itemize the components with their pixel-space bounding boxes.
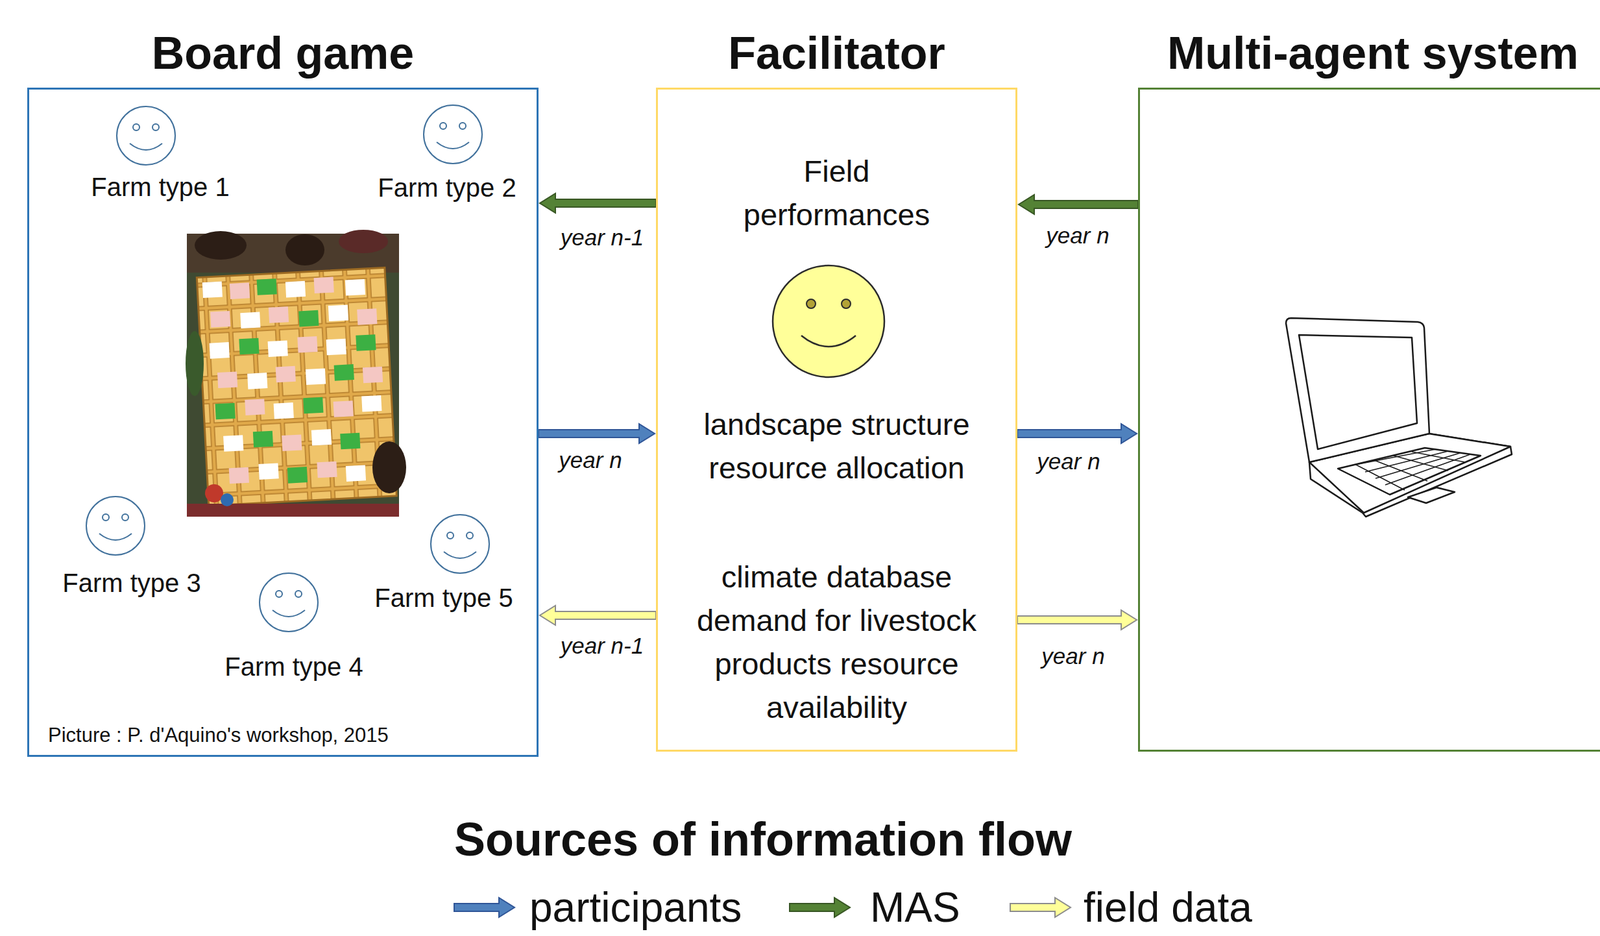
board-game-photo [185, 229, 407, 517]
smiley-mouth [272, 609, 305, 617]
edge-label: year n [1034, 447, 1102, 475]
smiley-eye [295, 590, 302, 597]
edge-label: year n [1043, 221, 1111, 250]
smiley-mouth [443, 551, 477, 558]
farm-label: Farm type 2 [377, 172, 516, 203]
smiley-mouth [129, 143, 163, 150]
smiley-eye [466, 532, 473, 539]
flow-text: Field performances [726, 149, 948, 237]
smiley-mouth [436, 142, 470, 149]
smiley-eye [275, 590, 283, 597]
smiley-eye [459, 122, 466, 130]
flow-arrow [1018, 194, 1139, 215]
flow-arrow [1017, 609, 1137, 630]
farm-smiley [115, 105, 177, 167]
farm-type-node: Farm type 1 [90, 105, 230, 202]
panel-heading: Facilitator [657, 25, 1016, 81]
smiley-eye [133, 123, 140, 131]
farm-type-node: Farm type 4 [224, 571, 363, 682]
farm-smiley [258, 571, 320, 633]
smiley-eye [121, 513, 129, 521]
legend-swatch [452, 896, 518, 919]
panel-heading: Board game [29, 25, 537, 81]
board-game-panel: Farm type 1 Farm type 2 Farm type 3 Farm ty… [27, 87, 539, 757]
flow-arrow [539, 605, 656, 625]
farm-type-node: Farm type 2 [377, 103, 516, 203]
smiley-face [116, 106, 176, 165]
edge-label: year n [556, 446, 624, 474]
smiley-eye [447, 532, 454, 539]
facilitator-smiley [772, 265, 885, 377]
legend-text: participants [529, 883, 742, 931]
edge-label: year n-1 [558, 223, 646, 252]
farm-label: Farm type 1 [90, 171, 230, 202]
edge-label: year n-1 [558, 631, 646, 660]
farm-type-node: Farm type 5 [374, 513, 513, 613]
legend-title: Sources of information flow [454, 811, 1072, 867]
legend-arrow [789, 897, 850, 917]
farm-smiley [84, 495, 146, 557]
smiley-face [86, 496, 145, 555]
flow-text: landscape structure resource allocation [681, 402, 993, 490]
multi-agent-system-panel: Multi-agent system [1138, 87, 1600, 752]
edge-label: year n [1039, 642, 1107, 670]
smiley-eye [152, 123, 159, 131]
farm-type-node: Farm type 3 [62, 495, 201, 598]
farm-smiley [429, 513, 491, 575]
photo-credit: Picture : P. d'Aquino's workshop, 2015 [48, 722, 389, 748]
smiley-mouth [99, 533, 132, 540]
legend-swatch [1008, 896, 1074, 919]
legend-arrow [1010, 897, 1071, 917]
legend-text: field data [1083, 883, 1253, 931]
farm-smiley [422, 103, 484, 165]
laptop-drawing [1285, 317, 1512, 517]
legend-arrow [454, 897, 515, 917]
legend-swatch [787, 896, 853, 919]
farm-label: Farm type 3 [62, 567, 201, 598]
facilitator-panel: FacilitatorField performanceslandscape s… [655, 87, 1018, 752]
farm-label: Farm type 4 [224, 651, 363, 682]
smiley-face [430, 514, 490, 573]
smiley-face [259, 572, 318, 632]
flow-arrow [538, 423, 655, 444]
smiley-eye [102, 513, 110, 521]
smiley-eye [439, 122, 447, 130]
panel-heading: Multi-agent system [1167, 25, 1579, 81]
flow-text: climate database demand for livestock pr… [681, 554, 993, 729]
legend-text: MAS [870, 883, 961, 931]
flow-arrow [1017, 423, 1137, 444]
flow-arrow [539, 193, 656, 213]
farm-label: Farm type 5 [374, 582, 513, 613]
smiley-face [423, 105, 483, 164]
